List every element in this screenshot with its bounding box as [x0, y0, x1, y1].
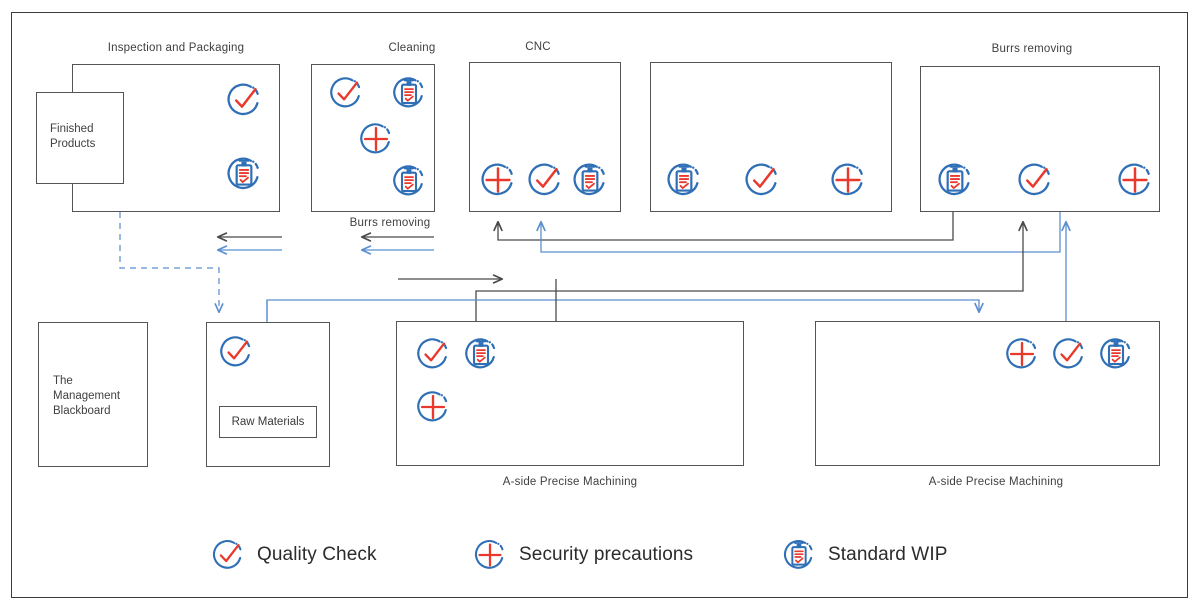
quality-check-icon: [215, 331, 257, 378]
security-icon: [1001, 333, 1043, 380]
station-mid-machine[interactable]: [650, 62, 892, 212]
security-icon-glyph: [831, 163, 863, 196]
finished-products-box[interactable]: [36, 92, 124, 184]
legend-label-standard-wip: Standard WIP: [828, 544, 948, 565]
standard-wip-icon: [460, 333, 502, 380]
security-icon: [826, 158, 870, 207]
standard-wip-icon: [662, 158, 706, 207]
station-a-side-precise-machining-right[interactable]: [815, 321, 1160, 466]
quality-check-icon: [523, 158, 567, 207]
blackboard-line-1: The: [53, 375, 73, 387]
security-icon: [1113, 158, 1157, 207]
security-icon-glyph: [1118, 163, 1150, 196]
station-raw-materials[interactable]: [206, 322, 330, 467]
station-label-burrs-removing: Burrs removing: [991, 43, 1073, 55]
station-label-cnc: CNC: [525, 41, 551, 53]
standard-wip-icon-glyph: [573, 163, 605, 196]
station-cleaning[interactable]: [311, 64, 435, 212]
station-cnc[interactable]: [469, 62, 621, 212]
raw-materials-box[interactable]: Raw Materials: [219, 406, 317, 438]
management-blackboard-label: The Management Blackboard: [53, 374, 120, 419]
standard-wip-icon: [222, 152, 266, 201]
flow-label-burrs-removing: Burrs removing: [349, 217, 431, 229]
blackboard-line-2: Management: [53, 390, 121, 402]
legend-item-standard-wip: Standard WIP: [779, 535, 947, 575]
station-label-cleaning: Cleaning: [388, 42, 436, 54]
raw-materials-label: Raw Materials: [231, 416, 305, 428]
security-icon-glyph: [1006, 338, 1037, 369]
finished-products-line-1: Finished: [50, 123, 94, 135]
station-a-side-precise-machining-left[interactable]: [396, 321, 744, 466]
standard-wip-icon-glyph: [1100, 338, 1131, 369]
quality-check-icon-glyph: [745, 163, 777, 196]
station-management-blackboard[interactable]: [38, 322, 148, 467]
security-icon-glyph: [360, 123, 391, 154]
legend-label-quality-check: Quality Check: [257, 544, 377, 565]
standard-wip-icon: [1095, 333, 1137, 380]
quality-check-icon: [412, 333, 454, 380]
finished-products-line-2: Products: [50, 138, 96, 150]
standard-wip-icon: [933, 158, 977, 207]
standard-wip-icon: [568, 158, 612, 207]
standard-wip-icon-glyph: [393, 77, 424, 108]
security-icon-glyph: [481, 163, 513, 196]
quality-check-icon: [1013, 158, 1057, 207]
security-icon: [412, 386, 454, 433]
standard-wip-icon-glyph: [465, 338, 496, 369]
quality-check-icon: [212, 540, 242, 569]
quality-check-icon-glyph: [227, 83, 259, 116]
quality-check-icon: [325, 72, 367, 119]
security-icon-glyph: [417, 391, 448, 422]
legend-label-security: Security precautions: [519, 544, 694, 565]
standard-wip-icon: [388, 160, 430, 207]
security-icon: [355, 118, 397, 165]
security-icon: [474, 540, 504, 569]
blackboard-line-3: Blackboard: [53, 405, 111, 417]
standard-wip-icon-glyph: [667, 163, 699, 196]
quality-check-icon: [1048, 333, 1090, 380]
standard-wip-icon: [388, 72, 430, 119]
quality-check-icon-glyph: [330, 77, 361, 108]
finished-products-label: Finished Products: [50, 122, 95, 152]
standard-wip-icon-glyph: [393, 165, 424, 196]
quality-check-icon-glyph: [1053, 338, 1084, 369]
standard-wip-icon-glyph: [227, 157, 259, 190]
standard-wip-icon: [783, 540, 813, 569]
quality-check-icon-glyph: [528, 163, 560, 196]
quality-check-icon-glyph: [220, 336, 251, 367]
legend-item-security: Security precautions: [470, 535, 693, 575]
station-label-inspection: Inspection and Packaging: [107, 42, 245, 54]
security-icon: [476, 158, 520, 207]
station-label-a-side-left: A-side Precise Machining: [502, 476, 638, 488]
standard-wip-icon-glyph: [938, 163, 970, 196]
quality-check-icon: [222, 78, 266, 127]
legend-item-quality-check: Quality Check: [208, 535, 377, 575]
station-burrs-removing[interactable]: [920, 66, 1160, 212]
station-label-a-side-right: A-side Precise Machining: [928, 476, 1064, 488]
quality-check-icon-glyph: [417, 338, 448, 369]
quality-check-icon: [740, 158, 784, 207]
quality-check-icon-glyph: [1018, 163, 1050, 196]
diagram-outer-frame: [11, 12, 1188, 598]
